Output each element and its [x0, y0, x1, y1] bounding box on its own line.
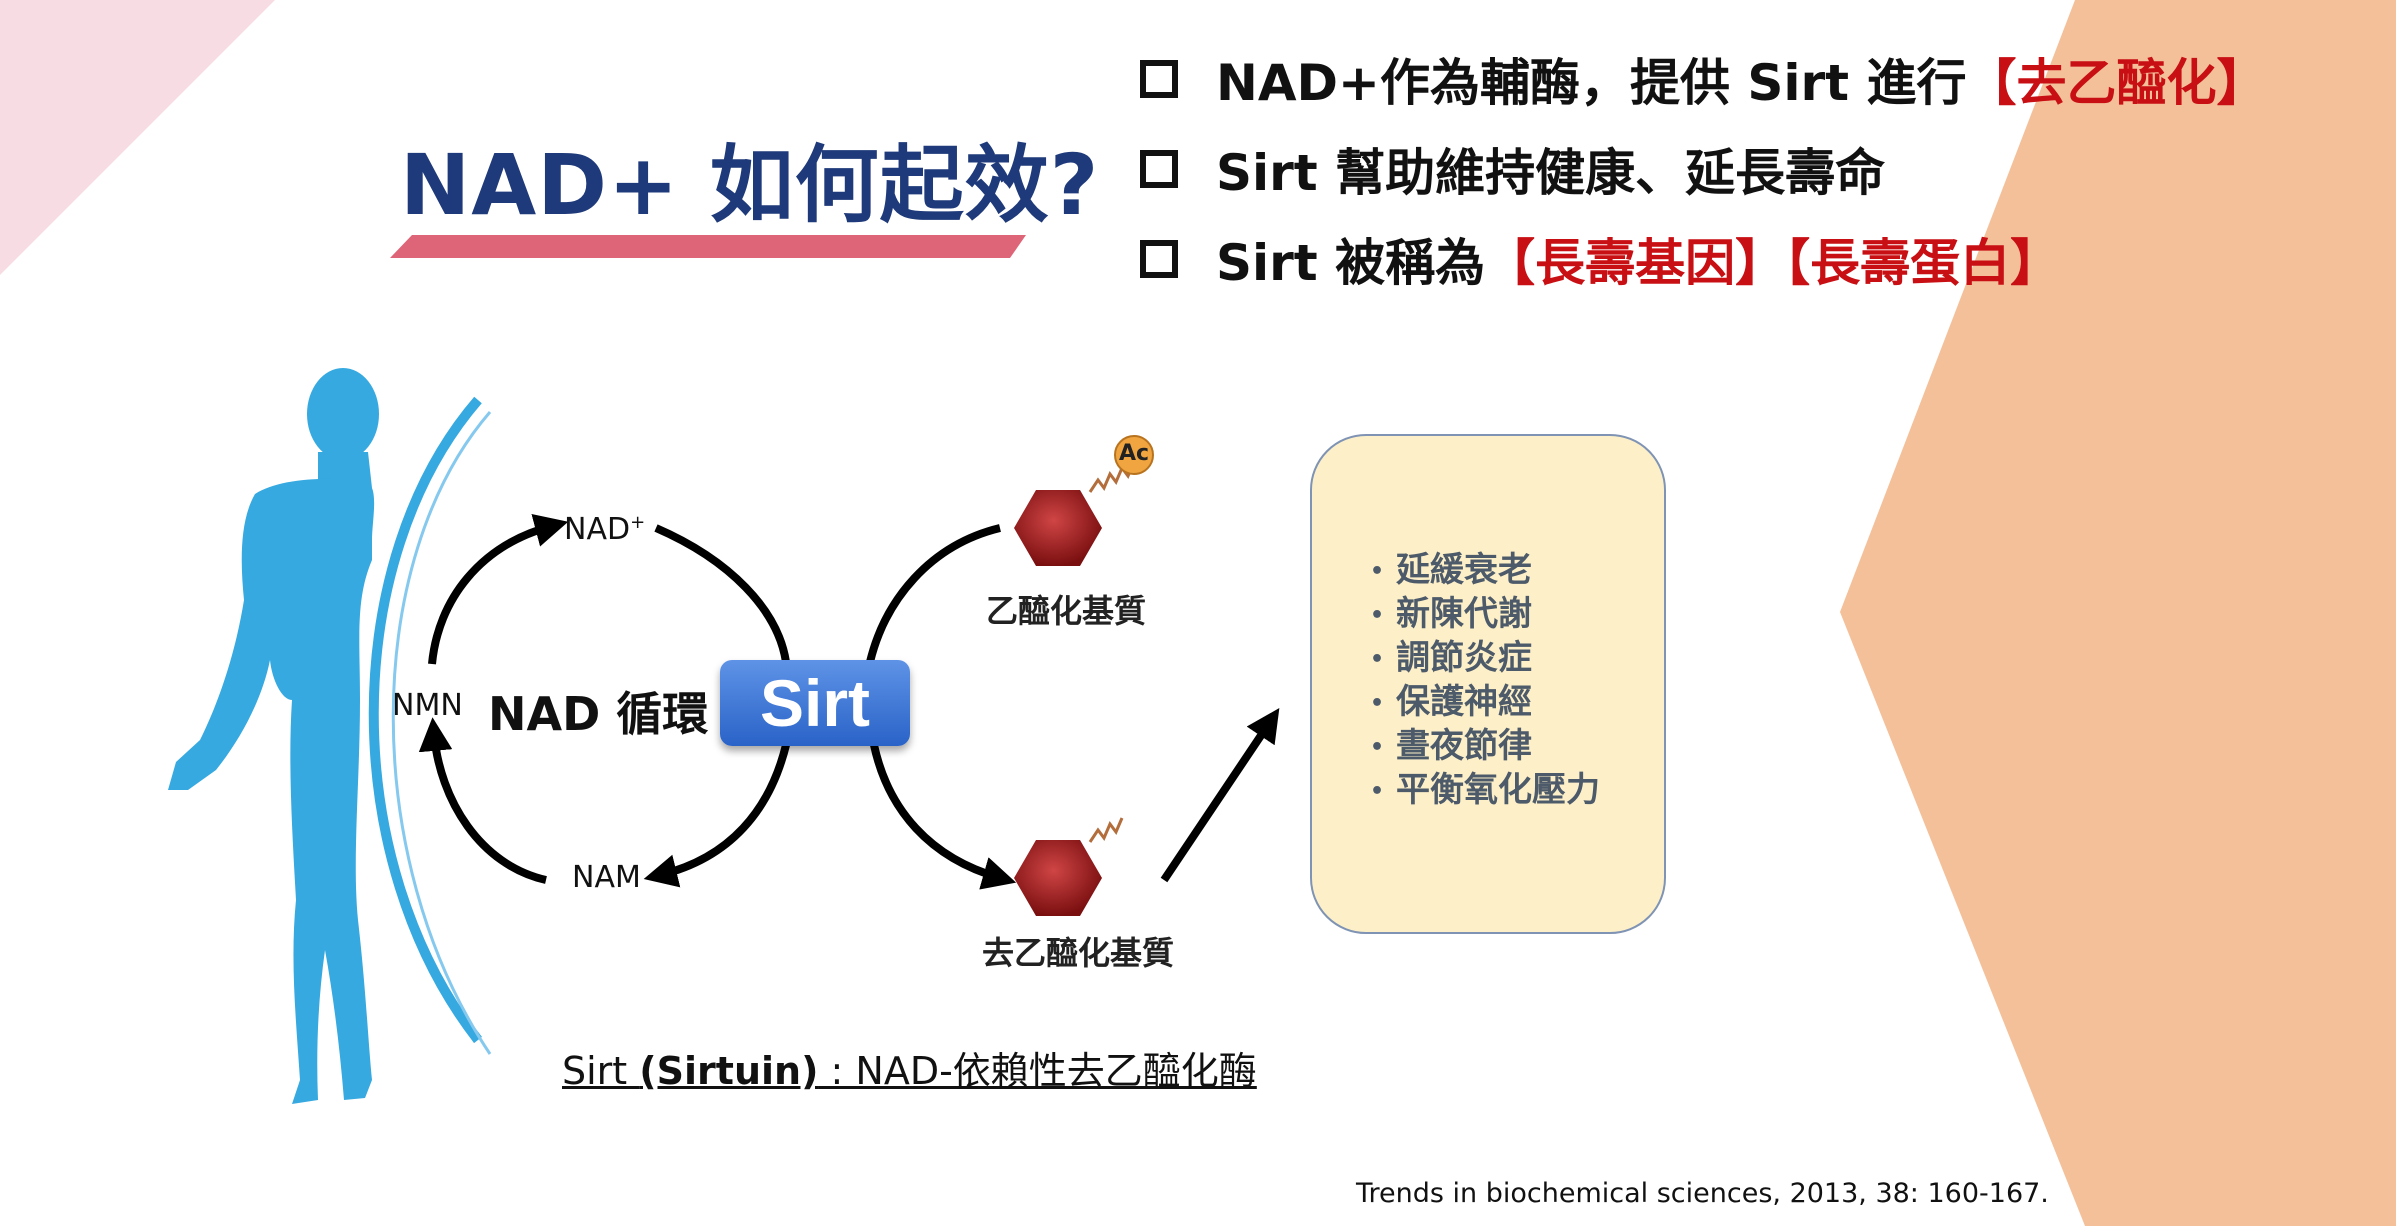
page-title: NAD+ 如何起效?: [400, 136, 1100, 234]
bullet-list: NAD+作為輔酶，提供 Sirt 進行 【去乙醯化】 Sirt 幫助維持健康、延…: [1140, 34, 2266, 304]
arrow-to-effects: [1160, 708, 1280, 883]
nam-label: NAM: [572, 860, 641, 895]
list-item: •新陳代謝: [1370, 594, 1532, 634]
list-item: •保護神經: [1370, 682, 1532, 722]
checkbox-square-icon: [1140, 150, 1178, 188]
list-item: •延緩衰老: [1370, 550, 1532, 590]
bullet-highlight: 【長壽基因】【長壽蛋白】: [1485, 234, 2061, 292]
checkbox-square-icon: [1140, 240, 1178, 278]
arrow-nam-to-nmn: [418, 717, 547, 884]
corner-pink-triangle: [0, 0, 275, 275]
acetylated-substrate-label: 乙醯化基質: [986, 592, 1147, 630]
nad-plus-label: NAD+: [564, 512, 646, 547]
bullet-item: NAD+作為輔酶，提供 Sirt 進行 【去乙醯化】: [1140, 34, 2266, 124]
deacetylated-substrate-hexagon: [1014, 840, 1102, 916]
human-arc-thick: [368, 396, 482, 1044]
acetylated-substrate-hexagon: [1014, 490, 1102, 566]
right-peach-shape: [1840, 0, 2396, 1226]
citation: Trends in biochemical sciences, 2013, 38…: [1356, 1178, 2049, 1209]
deacetylated-substrate-label: 去乙醯化基質: [982, 934, 1175, 972]
sirt-definition: Sirt (Sirtuin) : NAD-依賴性去乙醯化酶: [562, 1049, 1257, 1093]
acetyl-group-icon: [1114, 435, 1154, 475]
nad-cycle-arrows: [418, 514, 1280, 890]
human-arc-thin: [391, 411, 492, 1055]
effects-box: •延緩衰老 •新陳代謝 •調節炎症 •保護神經 •晝夜節律 •平衡氧化壓力: [1310, 434, 1666, 934]
bullet-text: Sirt 幫助維持健康、延長壽命: [1216, 144, 1886, 202]
nad-cycle-title: NAD 循環: [488, 687, 709, 741]
nmn-label: NMN: [392, 688, 463, 723]
list-item: •調節炎症: [1370, 638, 1532, 678]
bullet-item: Sirt 幫助維持健康、延長壽命: [1140, 124, 2266, 214]
list-item: •平衡氧化壓力: [1370, 770, 1600, 810]
acetyl-chain: [1088, 461, 1136, 493]
arrow-nmn-to-nad: [428, 514, 569, 665]
bullet-text: Sirt 被稱為: [1216, 234, 1486, 292]
arc-substrate-out: [870, 744, 1017, 890]
bullet-item: Sirt 被稱為 【長壽基因】【長壽蛋白】: [1140, 214, 2266, 304]
acetyl-tag: Ac: [1119, 441, 1150, 466]
arc-substrate-in: [866, 524, 1001, 663]
human-silhouette-icon: [168, 368, 379, 1104]
sirt-enzyme-label: Sirt: [720, 660, 910, 746]
bullet-text: NAD+作為輔酶，提供 Sirt 進行: [1216, 54, 1967, 112]
arc-sirt-to-nam: [643, 744, 790, 888]
bullet-highlight: 【去乙醯化】: [1966, 54, 2267, 112]
arc-nad-to-sirt: [654, 524, 790, 663]
title-underline: [390, 235, 1026, 258]
list-item: •晝夜節律: [1370, 726, 1532, 766]
effects-list: •延緩衰老 •新陳代謝 •調節炎症 •保護神經 •晝夜節律 •平衡氧化壓力: [1370, 548, 1600, 812]
deacetylated-chain: [1088, 817, 1124, 843]
checkbox-square-icon: [1140, 60, 1178, 98]
